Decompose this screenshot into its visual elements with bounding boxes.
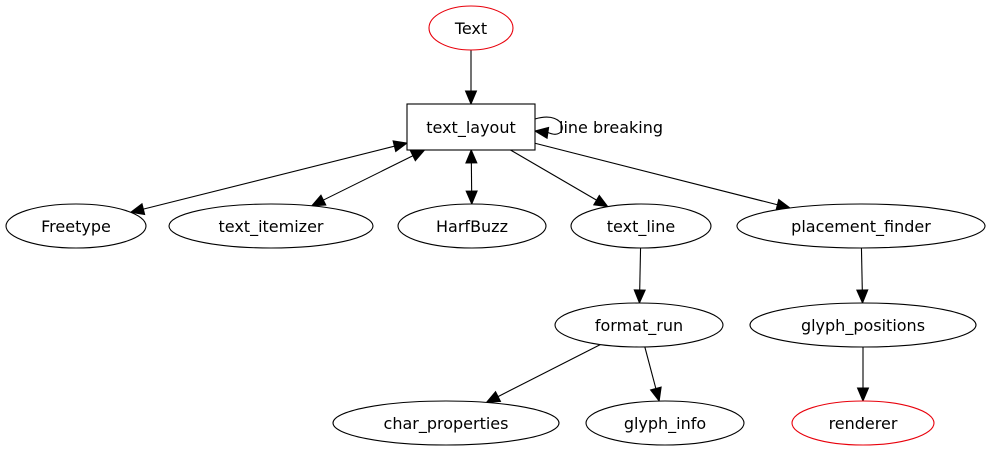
node-label: HarfBuzz	[436, 217, 508, 236]
node-text: Text	[428, 5, 514, 51]
node-ellipse	[397, 203, 547, 249]
arrowhead-tail	[392, 140, 409, 153]
arrowhead-head	[649, 386, 662, 403]
node-ellipse	[428, 5, 514, 51]
edge-line	[860, 247, 863, 291]
edge-line	[497, 344, 601, 398]
arrowhead-head	[310, 194, 327, 207]
edge-text_layout-to-placement_finder	[534, 142, 792, 211]
node-label: char_properties	[384, 414, 509, 434]
edge-line	[323, 155, 414, 201]
node-text-itemizer: text_itemizer	[168, 203, 374, 249]
node-format-run: format_run	[554, 302, 724, 348]
node-label: glyph_positions	[801, 316, 925, 336]
edge-text-to-text_layout	[464, 50, 478, 106]
edge-placement_finder-to-glyph_positions	[856, 247, 869, 305]
arrowhead-head	[485, 390, 502, 404]
arrowhead-head	[856, 289, 869, 305]
node-label: placement_finder	[791, 217, 931, 237]
edge-line	[143, 145, 395, 210]
arrowhead-tail	[465, 148, 478, 164]
edges-layer: line breaking	[129, 50, 870, 404]
edge-label-line-breaking: line breaking	[559, 118, 663, 137]
node-char-properties: char_properties	[332, 400, 560, 446]
node-label: Freetype	[41, 217, 111, 236]
node-ellipse	[736, 203, 986, 249]
edge-text_layout-to-text_line	[510, 149, 609, 208]
node-renderer: renderer	[791, 400, 935, 446]
node-ellipse	[332, 400, 560, 446]
arrowhead-head	[465, 190, 478, 206]
node-freetype: Freetype	[5, 203, 147, 249]
arrowhead-head	[129, 202, 146, 216]
edge-text_layout-to-harfbuzz	[465, 148, 478, 206]
node-harfbuzz: HarfBuzz	[397, 203, 547, 249]
node-glyph-info: glyph_info	[585, 400, 745, 446]
node-ellipse	[749, 302, 977, 348]
arrowhead-head	[633, 289, 646, 305]
node-label: glyph_info	[624, 414, 706, 434]
arrowhead-tail	[409, 149, 426, 162]
edge-line	[534, 116, 563, 135]
node-label: Text	[454, 19, 487, 38]
node-ellipse	[570, 203, 712, 249]
node-label: format_run	[595, 316, 683, 336]
edge-format_run-to-glyph_info	[644, 346, 662, 403]
node-label: renderer	[829, 414, 898, 433]
edge-line	[510, 149, 597, 201]
node-text-layout: text_layout	[406, 103, 536, 151]
node-label: text_line	[607, 217, 675, 237]
node-placement-finder: placement_finder	[736, 203, 986, 249]
arrowhead-head	[464, 90, 478, 106]
node-ellipse	[791, 400, 935, 446]
arrowhead	[533, 126, 550, 140]
edge-format_run-to-char_properties	[485, 344, 601, 404]
edge-line	[534, 142, 778, 206]
node-text-line: text_line	[570, 203, 712, 249]
edge-text_layout-to-text_itemizer	[310, 149, 426, 207]
node-ellipse	[168, 203, 374, 249]
edge-text_layout-to-text_layout: line breaking	[533, 116, 663, 140]
edge-line	[639, 247, 642, 291]
edge-text_layout-to-freetype	[129, 140, 409, 216]
node-ellipse	[5, 203, 147, 249]
node-ellipse	[554, 302, 724, 348]
node-label: text_itemizer	[219, 217, 324, 237]
node-box	[406, 103, 536, 151]
arrowhead-head	[592, 194, 609, 208]
edge-text_line-to-format_run	[633, 247, 646, 305]
node-label: text_layout	[426, 118, 516, 138]
edge-glyph_positions-to-renderer	[856, 347, 870, 403]
arrowhead-head	[856, 387, 870, 403]
edge-line	[644, 346, 657, 389]
node-glyph-positions: glyph_positions	[749, 302, 977, 348]
node-ellipse	[585, 400, 745, 446]
